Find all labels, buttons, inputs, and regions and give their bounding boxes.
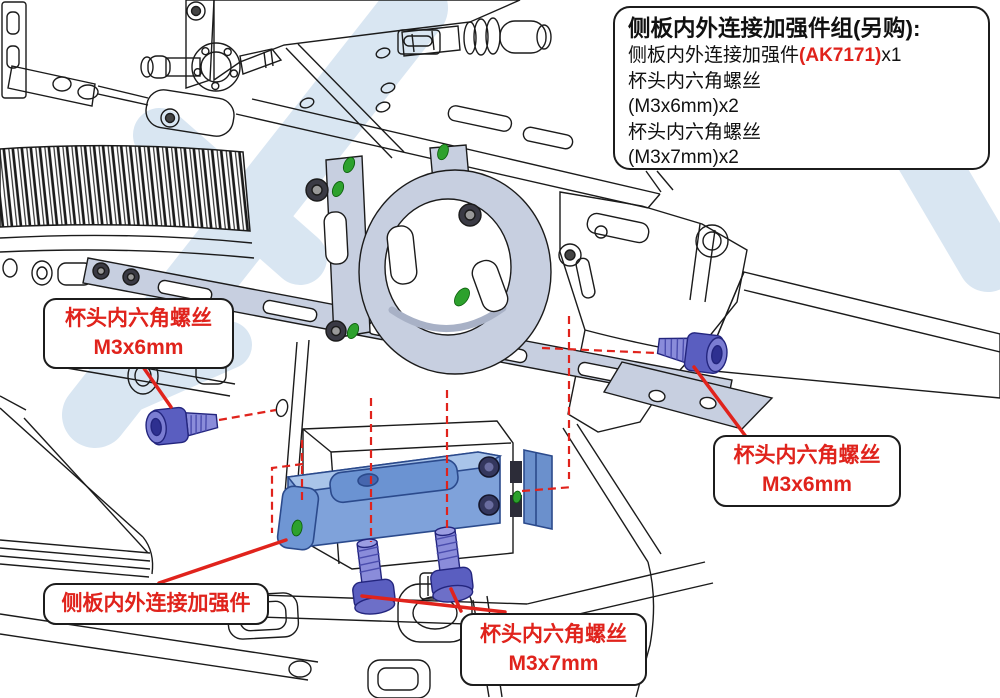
info-box-line1: 侧板内外连接加强件(AK7171)x1 bbox=[628, 45, 902, 66]
motor-mount bbox=[305, 144, 552, 375]
info-box-pointer bbox=[645, 170, 674, 193]
main-gear bbox=[0, 144, 255, 287]
info-box-line3: (M3x6mm)x2 bbox=[628, 96, 739, 117]
screw-m3x6-right bbox=[656, 332, 728, 375]
screw-m3x7-left bbox=[352, 538, 396, 615]
servo-linkage-assembly bbox=[1, 0, 552, 159]
tail-boom-mount bbox=[558, 191, 1000, 433]
reinforcement-part bbox=[276, 449, 553, 551]
callout-left-screw: 杯头内六角螺丝 M3x6mm bbox=[43, 298, 234, 369]
info-box-line5: (M3x7mm)x2 bbox=[628, 147, 739, 168]
screw-hole-mark bbox=[275, 398, 289, 418]
callout-bottom-screws: 杯头内六角螺丝 M3x7mm bbox=[460, 613, 647, 686]
callout-reinforcement: 侧板内外连接加强件 bbox=[43, 583, 269, 625]
part-number: (AK7171) bbox=[799, 45, 882, 66]
parts-info-box: 侧板内外连接加强件组(另购): 侧板内外连接加强件(AK7171)x1 杯头内六… bbox=[613, 6, 990, 170]
screw-m3x6-left bbox=[145, 406, 219, 446]
callout-leader-lines bbox=[139, 362, 749, 614]
info-box-line4: 杯头内六角螺丝 bbox=[628, 121, 762, 143]
screw-m3x7-right bbox=[430, 526, 474, 603]
green-markers bbox=[291, 143, 522, 537]
callout-right-screw: 杯头内六角螺丝 M3x6mm bbox=[713, 435, 901, 507]
brace-end-plate bbox=[602, 361, 774, 430]
info-box-title: 侧板内外连接加强件组(另购): bbox=[628, 16, 921, 41]
info-box-line2: 杯头内六角螺丝 bbox=[628, 70, 762, 92]
assembly-dashed-lines bbox=[218, 316, 657, 542]
